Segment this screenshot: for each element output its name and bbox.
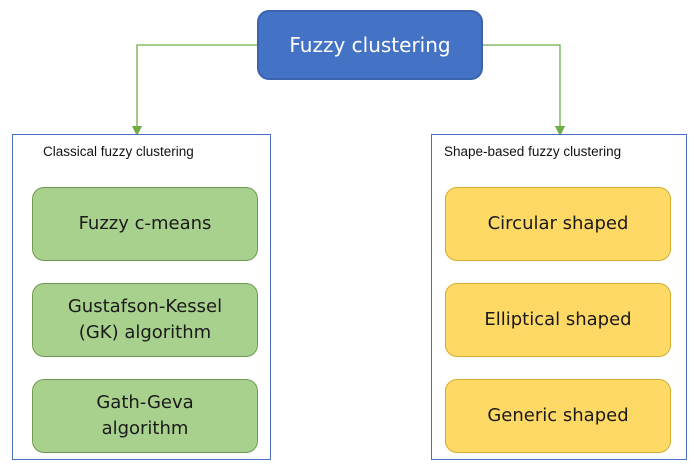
connector-to-classical [131,44,257,137]
gath-geva-node: Gath-Geva algorithm [32,379,258,453]
shape-based-group: Shape-based fuzzy clustering Circular sh… [431,134,687,460]
connector-to-shape-based [483,44,566,137]
gk-algorithm-node: Gustafson-Kessel (GK) algorithm [32,283,258,357]
classical-group: Classical fuzzy clustering Fuzzy c-means… [12,134,271,460]
circular-shaped-node: Circular shaped [445,187,671,261]
shape-based-group-title: Shape-based fuzzy clustering [444,144,622,159]
elliptical-shaped-node: Elliptical shaped [445,283,671,357]
fuzzy-c-means-node: Fuzzy c-means [32,187,258,261]
root-label: Fuzzy clustering [289,33,451,57]
generic-shaped-node: Generic shaped [445,379,671,453]
classical-group-title: Classical fuzzy clustering [43,144,194,159]
root-node: Fuzzy clustering [257,10,483,80]
